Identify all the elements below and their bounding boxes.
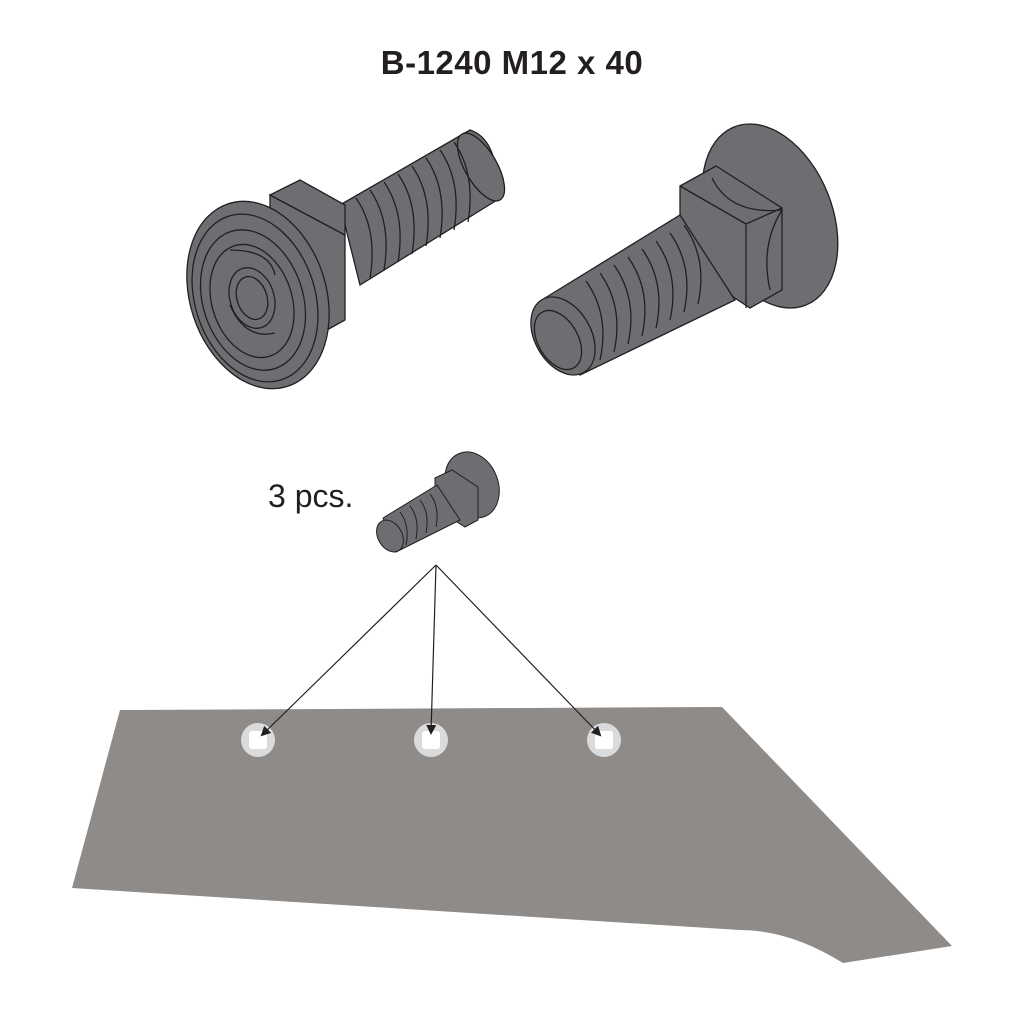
quantity-label: 3 pcs.	[268, 478, 354, 514]
mounting-hole-icon	[414, 723, 448, 757]
page-title: B-1240 M12 x 40	[380, 44, 644, 81]
carriage-bolt-small-icon	[376, 451, 500, 553]
mounting-hole-icon	[587, 723, 621, 757]
pointer-arrows	[260, 564, 602, 737]
carriage-bolt-head-icon	[186, 129, 506, 390]
ploughshare-plate	[72, 707, 952, 963]
arrow-icon	[426, 564, 437, 735]
carriage-bolt-side-icon	[530, 123, 839, 376]
arrow-icon	[435, 564, 602, 737]
arrow-icon	[260, 564, 437, 737]
